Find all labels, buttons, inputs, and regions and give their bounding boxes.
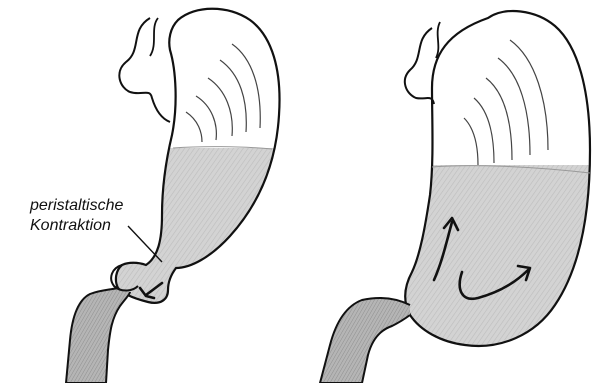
left-duodenum bbox=[66, 288, 130, 383]
left-stomach-panel: peristaltische Kontraktion bbox=[29, 9, 300, 383]
right-fold-lines bbox=[464, 40, 548, 165]
right-stomach-panel bbox=[320, 11, 600, 383]
right-esophagus bbox=[405, 28, 434, 104]
annotation-label-line1: peristaltische bbox=[29, 197, 123, 214]
left-esophagus bbox=[119, 18, 170, 122]
annotation-pointer-line bbox=[128, 226, 162, 262]
left-fold-lines bbox=[186, 44, 260, 142]
right-stomach-contents bbox=[395, 165, 600, 355]
right-duodenum bbox=[320, 298, 410, 383]
annotation-label-line2: Kontraktion bbox=[30, 217, 111, 234]
